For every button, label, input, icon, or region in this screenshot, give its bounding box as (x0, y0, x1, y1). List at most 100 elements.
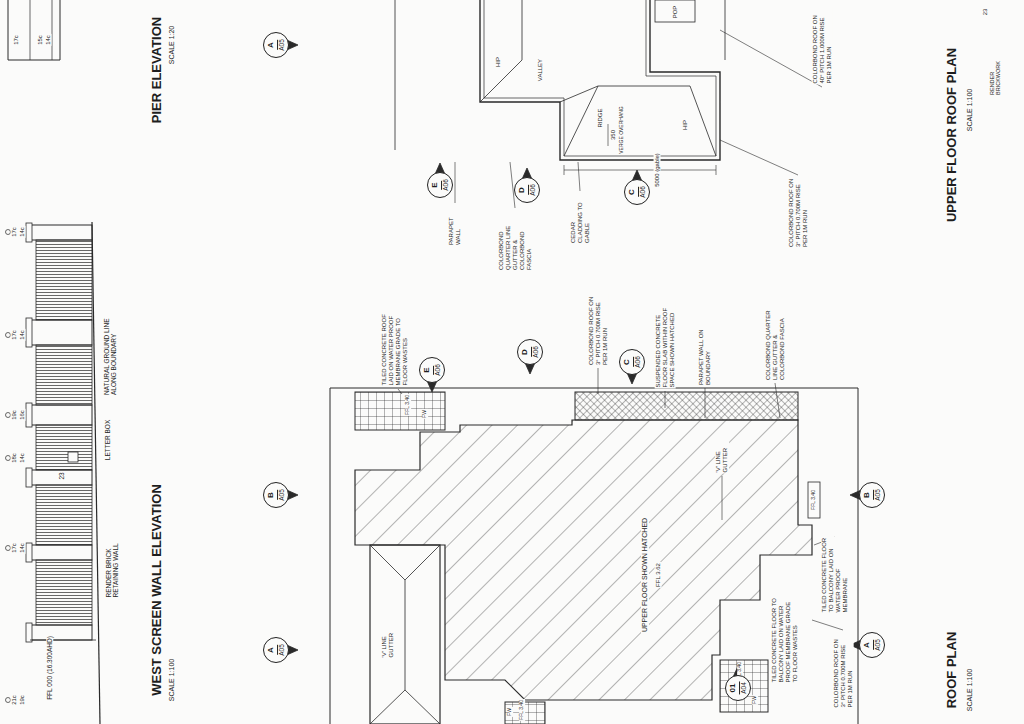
pier-cap (26, 623, 32, 642)
annotation-label: SCALE 1:100 (966, 668, 974, 712)
drawing-title: UPPER FLOOR ROOF PLAN (945, 47, 960, 223)
pier-cap (26, 543, 32, 562)
sheet-ref: A05 (278, 39, 285, 51)
section-marker: 01A04 (725, 675, 751, 701)
section-marker: DA06 (517, 339, 543, 365)
tiled-balcony (505, 702, 545, 724)
annotation-label: SCALE 1:20 (168, 25, 176, 66)
tiled-roof (355, 392, 445, 430)
valley-line (560, 86, 598, 102)
sheet-ref: A06 (634, 356, 641, 368)
hip-line (480, 0, 522, 102)
sheet-ref: A05 (874, 489, 881, 501)
brick-pier (30, 470, 92, 485)
hip-line (690, 86, 716, 156)
annotation-label: UPPER FLOOR SHOWN HATCHED (641, 517, 649, 633)
section-letter: C (623, 357, 634, 367)
pier-line (30, 0, 31, 60)
leader-line (455, 162, 456, 203)
pier-cap (26, 403, 32, 427)
annotation-label: FFL 3.40 (811, 489, 817, 511)
annotation-label: FW (752, 695, 758, 705)
annotation-label: FFL 3.40 (405, 394, 411, 416)
dimension-tick (716, 165, 717, 175)
brick-pier (30, 320, 92, 345)
sheet-ref: A05 (278, 489, 285, 501)
annotation-label: COLORBOND ROOF ON 3° PITCH 0.700M RISE P… (833, 632, 854, 709)
annotation-label: 5000 (gable) (654, 152, 661, 188)
sheet-ref: A06 (529, 184, 536, 196)
section-letter: A (863, 640, 874, 650)
annotation-label: HIP (682, 119, 689, 131)
dimension-line (608, 124, 609, 146)
annotation-label: SCALE 1:100 (168, 658, 176, 702)
dimension-tick (564, 165, 565, 175)
suspended-slab (575, 392, 798, 420)
ground-line (92, 222, 100, 724)
sheet-ref: A06 (442, 179, 449, 191)
brick-pier (30, 225, 92, 240)
annotation-label: COLORBOND QUARTER LINE GUTTER & COLORBON… (498, 209, 532, 271)
annotation-label: 23 (58, 471, 65, 480)
annotation-label: COLORBOND ROOF ON 3° PITCH 0.700M RISE P… (788, 176, 809, 248)
section-marker: DA06 (514, 177, 540, 203)
section-letter: C (628, 187, 639, 197)
site-boundary (330, 388, 858, 724)
letter-box (68, 452, 78, 462)
drawing-title: ROOF PLAN (945, 631, 960, 710)
marker-text: EA06 (431, 179, 449, 191)
annotation-label: 350 (610, 129, 617, 141)
section-marker: AA05 (859, 632, 885, 658)
annotation-label: RENDER BRICK RETAINING WALL (105, 532, 120, 599)
screen-panel (36, 345, 92, 405)
marker-text: BA05 (267, 489, 285, 501)
section-letter: 01 (729, 682, 740, 695)
section-marker: BA05 (263, 482, 289, 508)
leader-line (598, 368, 599, 394)
annotation-label: 14c (19, 226, 26, 238)
annotation-label: 14c (45, 34, 52, 46)
marker-text: DA06 (521, 346, 539, 358)
sheet-ref: A05 (278, 644, 285, 656)
boundary-line (395, 0, 396, 150)
section-letter: A (267, 645, 278, 655)
section-marker: CA06 (619, 349, 645, 375)
screen-panel (36, 240, 92, 320)
section-marker: EA06 (427, 172, 453, 198)
annotation-label: 21c (11, 694, 18, 706)
sheet-ref: A05 (874, 639, 881, 651)
leader-line (720, 30, 822, 87)
marker-text: CA06 (628, 186, 646, 198)
annotation-label: 17c (13, 34, 20, 46)
marker-text: AA05 (863, 639, 881, 651)
annotation-label: COLORBOND ROOF ON 40° PITCH 1.000M RISE … (812, 8, 833, 85)
annotation-label: PARAPET WALL (448, 204, 462, 246)
annotation-label: 17c (11, 226, 18, 238)
annotation-label: 16c (19, 409, 26, 421)
section-letter: E (423, 365, 434, 374)
section-letter: B (267, 490, 278, 500)
annotation-label: TILED CONCRETE FLOOR TO BALCONY LAID ON … (771, 597, 799, 684)
upper-floor-hatch (355, 420, 812, 700)
annotation-label: 17c (11, 542, 18, 554)
annotation-label: 14c (19, 452, 26, 464)
sheet-ref: A04 (740, 682, 747, 694)
hip-line (564, 86, 598, 156)
section-marker: AA05 (263, 637, 289, 663)
annotation-label: CEDAR CLADDING TO GABLE (570, 192, 591, 244)
screen-panel (36, 425, 92, 470)
tiled-balcony (720, 660, 768, 712)
annotation-label: 17c (11, 329, 18, 341)
annotation-label: COLORBOND ROOF ON 3° PITCH 0.700M RISE P… (588, 294, 609, 366)
section-marker: AA05 (263, 32, 289, 58)
annotation-label: TILED CONCRETE FLOOR TO BALCONY LAID ON … (821, 537, 849, 614)
annotation-label: TILED CONCRETE ROOF LAID ON WATER PROOF … (381, 310, 409, 387)
section-letter: D (521, 347, 532, 357)
section-letter: D (518, 185, 529, 195)
annotation-label: RENDER BRICKWORK (989, 54, 1002, 96)
pier-cap (26, 318, 32, 347)
section-letter: E (431, 180, 442, 189)
annotation-label: SUSPENDED CONCRETE FLOOR SLAB WITHIN ROO… (655, 302, 676, 389)
drawing-title: PIER ELEVATION (150, 16, 165, 124)
annotation-label: FFL 3.40 (519, 699, 525, 721)
